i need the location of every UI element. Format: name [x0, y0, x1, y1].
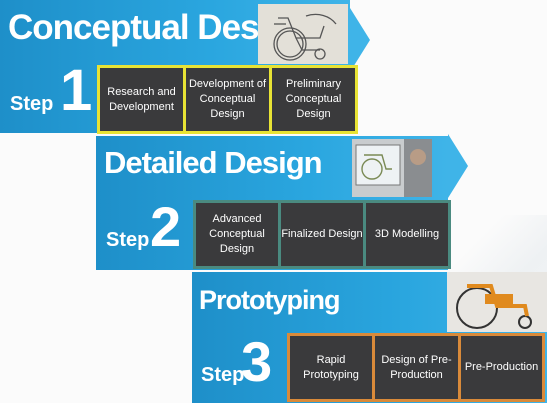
step-2-label: Step — [106, 229, 150, 251]
step-3-box-1: Rapid Prototyping — [290, 336, 372, 399]
step-2-box-1: Advanced Conceptual Design — [196, 203, 278, 266]
step-2-title: Detailed Design — [104, 145, 323, 180]
step-3-number: 3 — [241, 330, 273, 393]
step-3-boxes: Rapid Prototyping Design of Pre-Producti… — [287, 333, 545, 402]
step-1-arrow-tip — [350, 8, 370, 72]
step-2-boxes: Advanced Conceptual Design Finalized Des… — [193, 200, 451, 269]
step-1-boxes: Research and Development Development of … — [97, 65, 358, 134]
step-2-arrow-tip — [448, 134, 468, 198]
step-1-box-1: Research and Development — [100, 68, 183, 131]
step-2-box-2: Finalized Design — [281, 203, 363, 266]
step-1-box-3: Preliminary Conceptual Design — [272, 68, 355, 131]
cad-screen-image — [352, 139, 432, 197]
step-3-box-2: Design of Pre-Production — [375, 336, 458, 399]
wheelchair-sketch-image — [258, 4, 348, 64]
step-2-number: 2 — [150, 195, 182, 258]
step-3-box-3: Pre-Production — [461, 336, 542, 399]
step-1-number: 1 — [60, 58, 93, 123]
step-3-label: Step — [201, 364, 245, 386]
step-1-box-2: Development of Conceptual Design — [186, 68, 269, 131]
step-2-box-3: 3D Modelling — [366, 203, 448, 266]
step-3-title: Prototyping — [199, 285, 340, 315]
step-1-label: Step — [10, 93, 54, 115]
orange-wheelchair-image — [447, 272, 547, 332]
